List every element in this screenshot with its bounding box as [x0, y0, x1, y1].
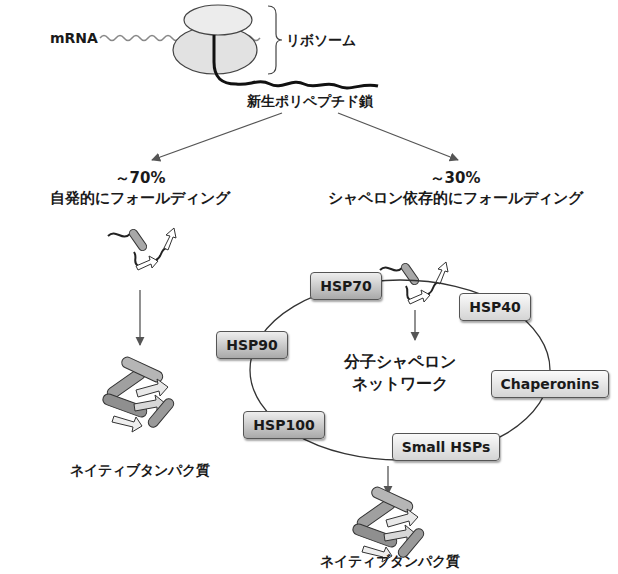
- pathway-label: シャペロン依存的にフォールディング: [328, 189, 583, 207]
- arrow: [152, 113, 282, 160]
- chain-label: 新生ポリペプチド鎖: [247, 93, 373, 110]
- bracket: [268, 6, 282, 74]
- folded-protein: [351, 485, 425, 562]
- network-title: 分子シャペロン ネットワーク: [335, 351, 465, 396]
- chaperone-name: Chaperonins: [501, 376, 600, 392]
- product-label: ネイティブタンパク質: [70, 462, 210, 479]
- chaperone-box: HSP40: [459, 293, 531, 321]
- mrna-label: mRNA: [50, 30, 98, 47]
- chaperone-box: HSP70: [310, 272, 382, 300]
- folded-protein: [101, 355, 175, 432]
- arrow: [338, 113, 458, 160]
- chaperone-name: Small HSPs: [402, 439, 491, 455]
- ribosome-small: [184, 5, 252, 35]
- ribosome-label: リボソーム: [286, 32, 356, 49]
- chaperone-box: Small HSPs: [392, 433, 501, 461]
- arrow: [414, 310, 415, 340]
- product-label: ネイティブタンパク質: [320, 553, 460, 570]
- percent-label: ～30%: [430, 169, 481, 187]
- chaperone-box: HSP100: [243, 411, 324, 439]
- pathway-label: 自発的にフォールディング: [50, 189, 230, 207]
- unfolded-chain: [108, 228, 176, 270]
- chaperone-name: HSP40: [469, 299, 521, 315]
- chaperone-box: Chaperonins: [491, 370, 610, 398]
- arrow: [387, 466, 388, 494]
- percent-label: ～70%: [115, 169, 166, 187]
- chaperone-name: HSP100: [253, 417, 314, 433]
- chaperone-name: HSP70: [320, 278, 372, 294]
- chaperone-name: HSP90: [226, 337, 278, 353]
- arrow: [139, 290, 140, 345]
- chaperone-box: HSP90: [216, 331, 288, 359]
